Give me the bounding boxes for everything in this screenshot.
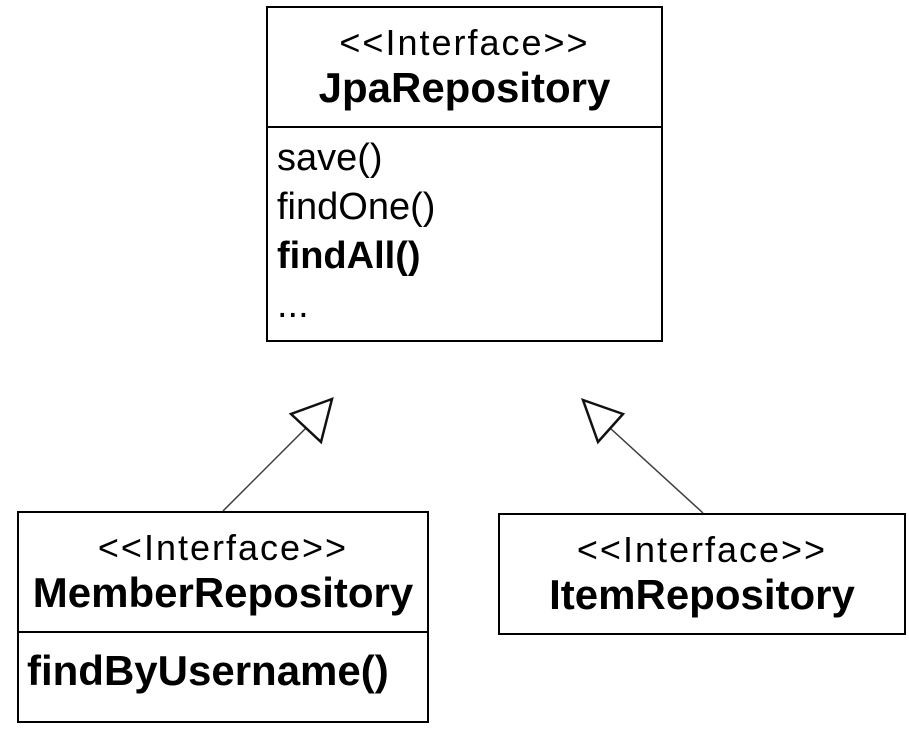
stereotype-label: <<Interface>> <box>97 527 349 569</box>
class-header-jparepository: <<Interface>> JpaRepository <box>268 8 661 126</box>
hollow-triangle-arrowhead-icon <box>580 397 626 445</box>
generalization-line-member <box>222 427 307 512</box>
class-box-itemrepository: <<Interface>> ItemRepository <box>498 513 906 635</box>
stereotype-label: <<Interface>> <box>339 22 590 64</box>
class-name-itemrepository: ItemRepository <box>549 571 855 619</box>
class-header-itemrepository: <<Interface>> ItemRepository <box>500 515 904 633</box>
generalization-line-item <box>609 427 704 514</box>
method-findall: findAll() <box>277 235 421 277</box>
hollow-triangle-arrowhead-icon <box>288 397 334 445</box>
class-header-memberrepository: <<Interface>> MemberRepository <box>19 513 427 631</box>
method-ellipsis: ... <box>277 284 309 326</box>
class-box-jparepository: <<Interface>> JpaRepository save() findO… <box>266 6 663 342</box>
methods-compartment-jparepository: save() findOne() findAll() ... <box>268 126 661 340</box>
class-box-memberrepository: <<Interface>> MemberRepository findByUse… <box>17 511 429 723</box>
method-save: save() <box>277 137 383 179</box>
class-name-memberrepository: MemberRepository <box>32 569 414 617</box>
class-name-jparepository: JpaRepository <box>318 64 611 112</box>
stereotype-label: <<Interface>> <box>576 529 828 571</box>
generalization-arrow-member-to-jpa <box>222 397 334 512</box>
method-findone: findOne() <box>277 186 436 228</box>
generalization-arrow-item-to-jpa <box>580 397 704 514</box>
method-findbyusername: findByUsername() <box>27 647 389 694</box>
methods-compartment-memberrepository: findByUsername() <box>19 631 427 721</box>
